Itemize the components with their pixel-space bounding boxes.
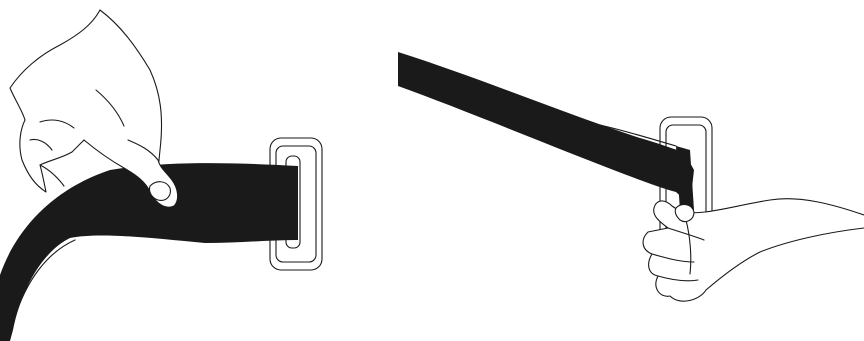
panel-right — [398, 52, 864, 301]
right-hand — [643, 199, 864, 301]
panel-left — [0, 10, 322, 341]
right-strap — [398, 52, 694, 205]
